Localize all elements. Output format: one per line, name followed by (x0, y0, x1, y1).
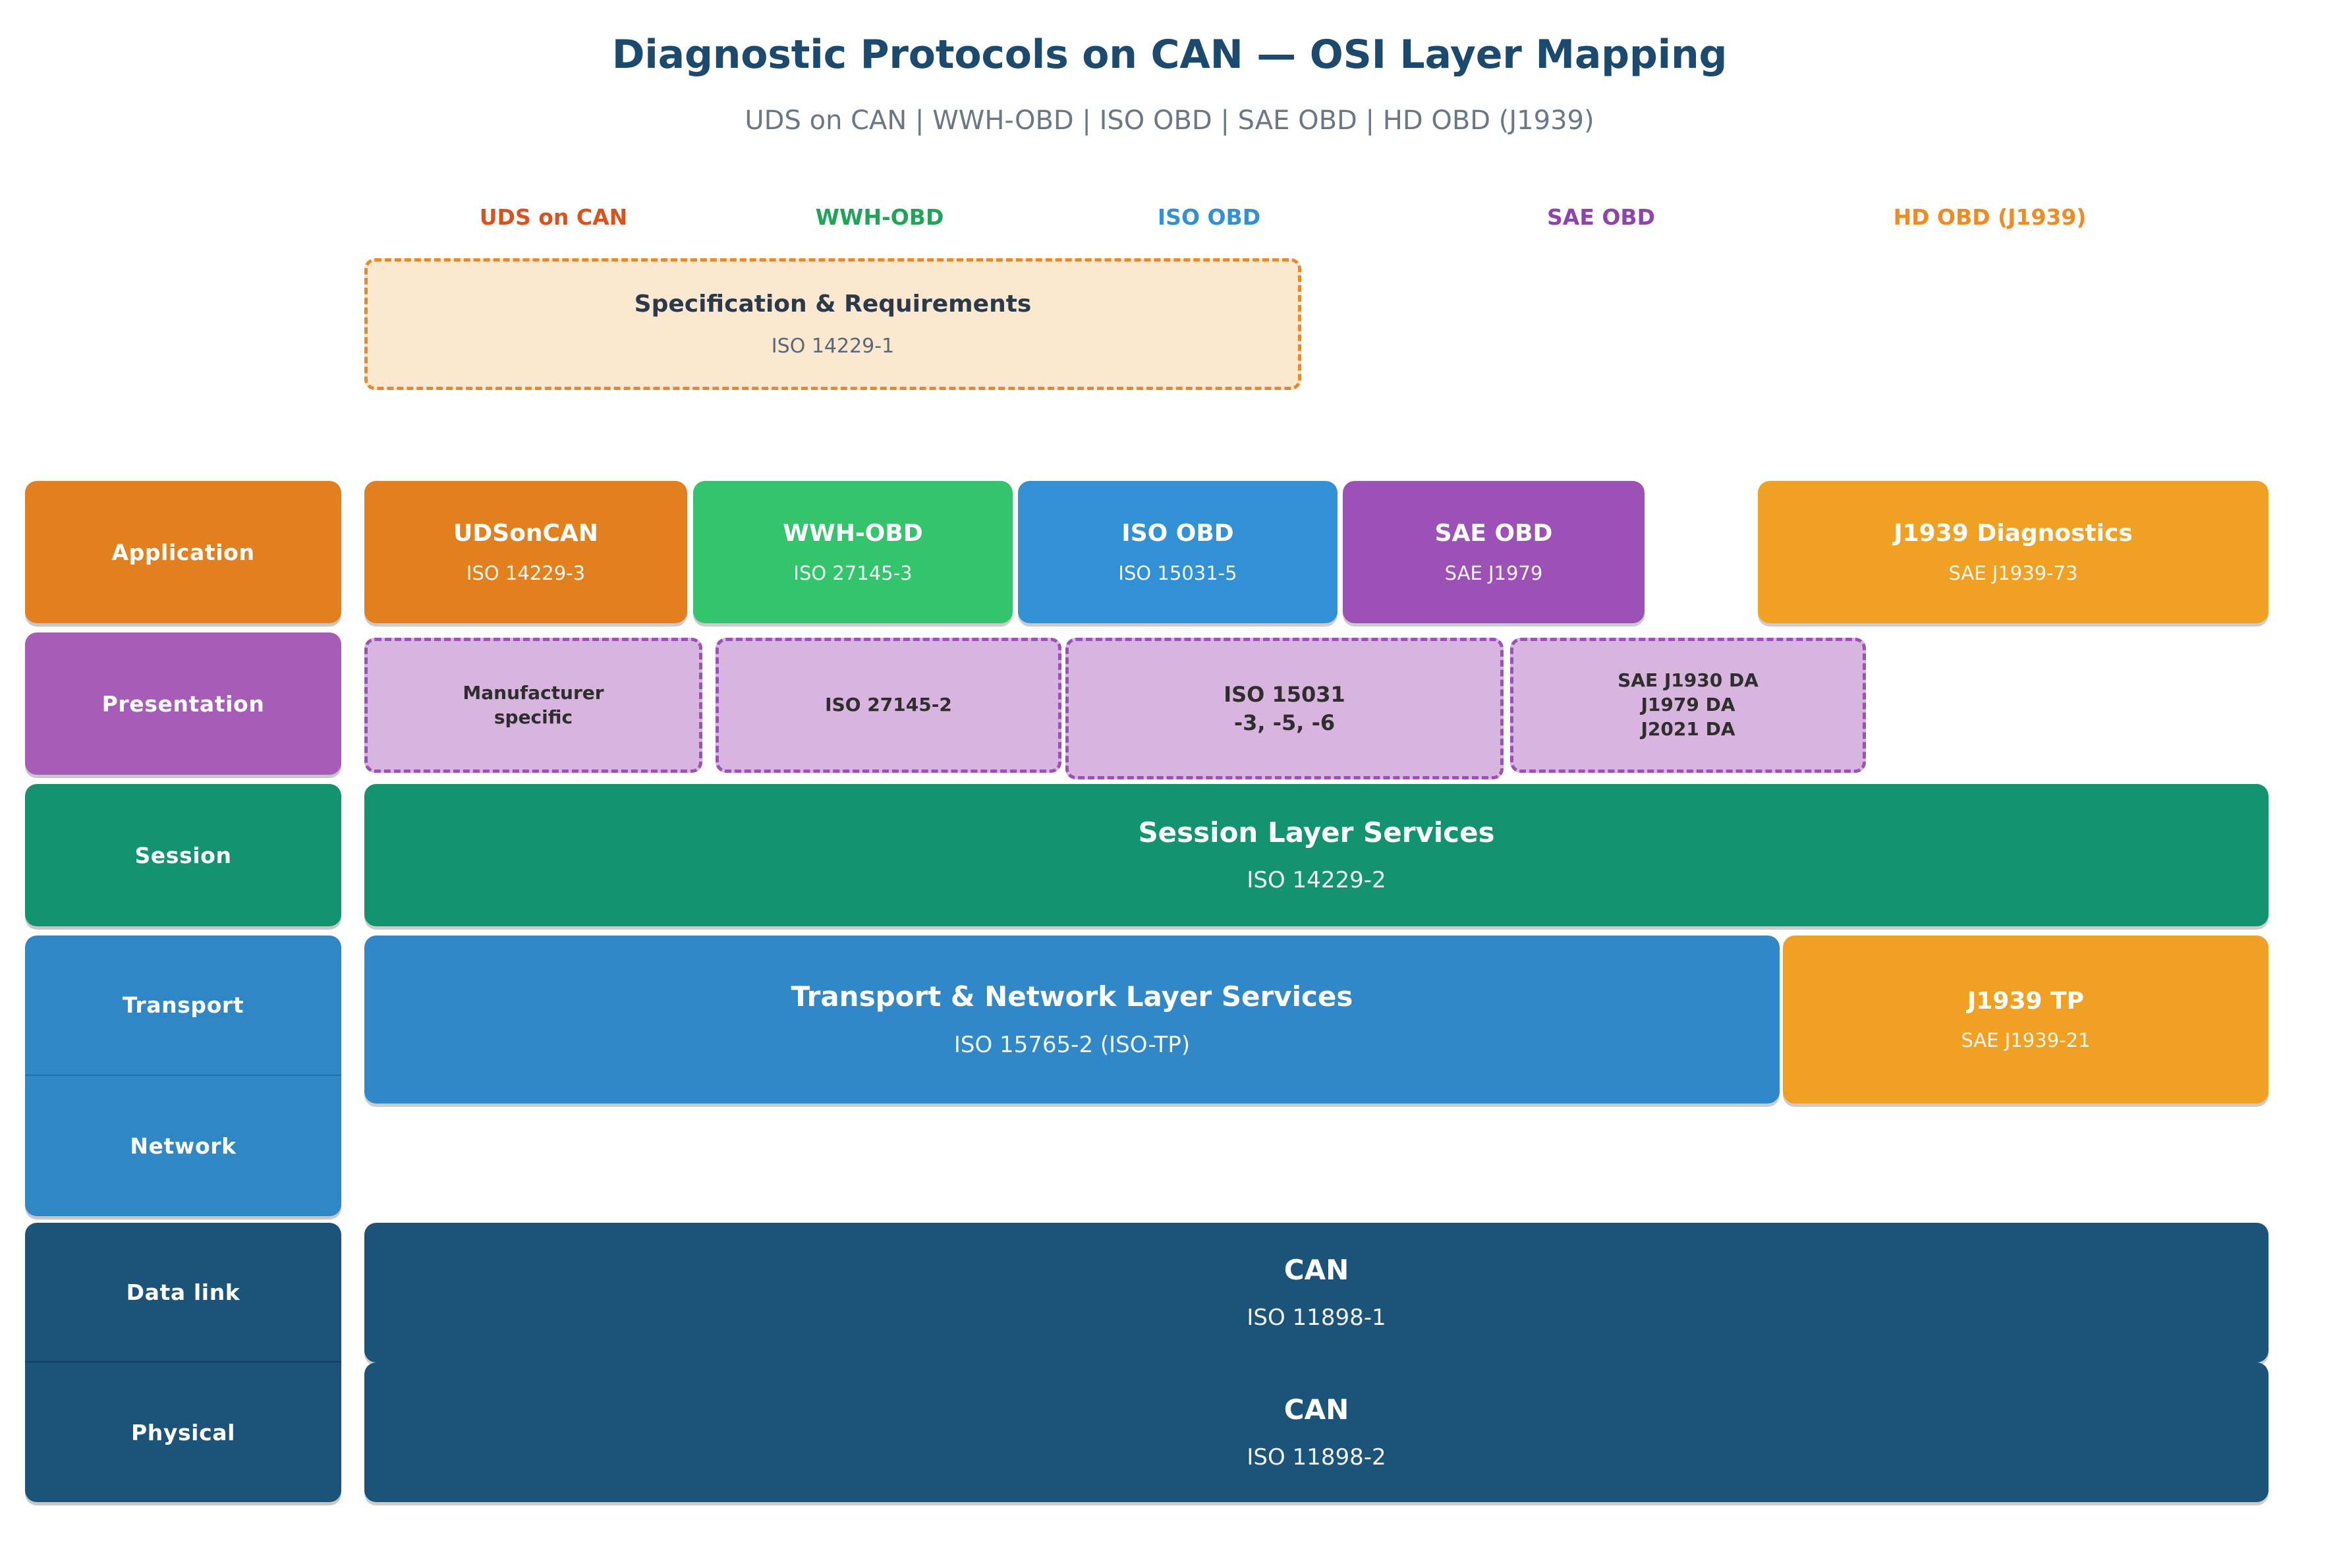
osi-layer-label: Data link (126, 1279, 240, 1305)
app-box-j1939-diagnostics: J1939 Diagnostics SAE J1939-73 (1758, 481, 2269, 623)
column-header-hd-obd-j1939: HD OBD (J1939) (1893, 204, 2087, 230)
osi-layer-label: Transport (122, 992, 244, 1018)
pres-box-iso-27145-2: ISO 27145-2 (716, 638, 1061, 773)
box-subtitle: ISO 15031-5 (1118, 561, 1237, 584)
box-subtitle: ISO 27145-3 (793, 561, 913, 584)
box-title: J1939 Diagnostics (1894, 520, 2133, 547)
box-title: ISO OBD (1121, 520, 1234, 547)
transport-network-layer-services-box: Transport & Network Layer Services ISO 1… (364, 936, 1780, 1104)
box-title: Transport & Network Layer Services (791, 980, 1353, 1013)
physical-can-box: CAN ISO 11898-2 (364, 1362, 2269, 1502)
box-title: SAE OBD (1434, 520, 1553, 547)
osi-layer-label: Physical (130, 1419, 236, 1445)
app-box-wwh-obd: WWH-OBD ISO 27145-3 (693, 481, 1013, 623)
box-title: J1939 TP (1967, 987, 2085, 1015)
osi-layer-label: Presentation (101, 690, 265, 717)
box-title: CAN (1283, 1253, 1349, 1286)
app-box-sae-obd: SAE OBD SAE J1979 (1343, 481, 1645, 623)
osi-layer-data-link: Data link (25, 1223, 341, 1362)
pres-box-iso-15031: ISO 15031 -3, -5, -6 (1065, 638, 1504, 779)
box-text: SAE J1930 DA J1979 DA J2021 DA (1618, 669, 1759, 740)
column-header-wwh-obd: WWH-OBD (815, 204, 944, 230)
box-subtitle: SAE J1979 (1444, 561, 1543, 584)
page-title: Diagnostic Protocols on CAN — OSI Layer … (611, 32, 1728, 78)
osi-layer-presentation: Presentation (25, 632, 341, 775)
session-layer-services-box: Session Layer Services ISO 14229-2 (364, 784, 2269, 926)
column-header-iso-obd: ISO OBD (1157, 204, 1261, 230)
osi-layer-application: Application (25, 481, 341, 623)
osi-layer-label: Session (134, 842, 232, 868)
spec-box-subtitle: ISO 14229-1 (771, 335, 895, 358)
column-header-sae-obd: SAE OBD (1547, 204, 1655, 230)
box-subtitle: ISO 14229-3 (466, 561, 586, 584)
osi-layer-label: Application (111, 539, 255, 565)
box-title: Session Layer Services (1138, 816, 1495, 849)
box-subtitle: ISO 11898-1 (1247, 1304, 1386, 1331)
app-box-iso-obd: ISO OBD ISO 15031-5 (1018, 481, 1338, 623)
spec-box-title: Specification & Requirements (634, 291, 1032, 318)
box-subtitle: SAE J1939-73 (1948, 561, 2078, 584)
pres-box-sae-das: SAE J1930 DA J1979 DA J2021 DA (1510, 638, 1866, 773)
box-text: ISO 27145-2 (825, 694, 952, 716)
app-box-udsoncan: UDSonCAN ISO 14229-3 (364, 481, 687, 623)
box-subtitle: SAE J1939-21 (1961, 1029, 2091, 1052)
box-subtitle: ISO 11898-2 (1247, 1444, 1386, 1471)
box-text: Manufacturer specific (463, 681, 604, 728)
box-title: CAN (1283, 1393, 1349, 1426)
osi-layer-label: Network (130, 1133, 237, 1159)
osi-layer-network: Network (25, 1076, 341, 1216)
column-header-uds-on-can: UDS on CAN (479, 204, 628, 230)
pres-box-manufacturer-specific: Manufacturer specific (364, 638, 702, 773)
page-subtitle: UDS on CAN | WWH-OBD | ISO OBD | SAE OBD… (745, 105, 1594, 136)
transport-box-j1939-tp: J1939 TP SAE J1939-21 (1783, 936, 2269, 1104)
data-link-can-box: CAN ISO 11898-1 (364, 1223, 2269, 1362)
osi-layer-physical: Physical (25, 1362, 341, 1502)
osi-layer-session: Session (25, 784, 341, 926)
box-title: WWH-OBD (783, 520, 923, 547)
box-title: UDSonCAN (453, 520, 598, 547)
box-subtitle: ISO 15765-2 (ISO-TP) (953, 1031, 1191, 1058)
osi-layer-transport: Transport (25, 936, 341, 1076)
box-subtitle: ISO 14229-2 (1247, 867, 1386, 894)
specification-requirements-box: Specification & Requirements ISO 14229-1 (364, 258, 1301, 390)
box-text: ISO 15031 -3, -5, -6 (1224, 682, 1345, 735)
